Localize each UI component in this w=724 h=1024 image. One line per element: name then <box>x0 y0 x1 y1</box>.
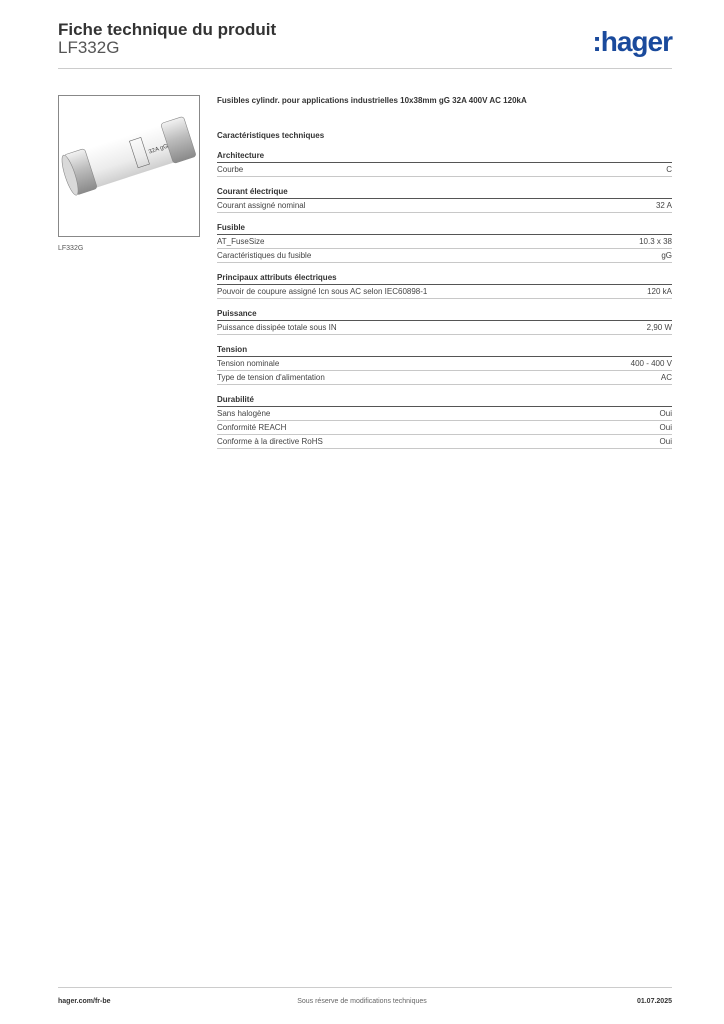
spec-value: 120 kA <box>647 287 672 296</box>
spec-label: Conforme à la directive RoHS <box>217 437 323 446</box>
spec-row: Pouvoir de coupure assigné Icn sous AC s… <box>217 285 672 299</box>
spec-value: 400 - 400 V <box>630 359 672 368</box>
spec-label: Courant assigné nominal <box>217 201 306 210</box>
footer-website[interactable]: hager.com/fr-be <box>58 998 111 1005</box>
spec-value: 10.3 x 38 <box>639 237 672 246</box>
spec-label: Tension nominale <box>217 359 280 368</box>
spec-label: Courbe <box>217 165 244 174</box>
spec-row: Sans halogène Oui <box>217 407 672 421</box>
spec-row: Puissance dissipée totale sous IN 2,90 W <box>217 321 672 335</box>
section-title: Tension <box>217 345 672 357</box>
brand-logo: :hager <box>592 26 673 57</box>
spec-value: Oui <box>659 437 672 446</box>
product-image: 32A gG <box>58 95 200 237</box>
spec-value: 2,90 W <box>646 323 672 332</box>
spec-row: Courant assigné nominal 32 A <box>217 199 672 213</box>
spec-value: 32 A <box>655 201 672 210</box>
fuse-label: 32A gG <box>148 144 169 156</box>
spec-value: AC <box>660 373 672 382</box>
product-image-caption: LF332G <box>58 245 84 252</box>
spec-label: Puissance dissipée totale sous IN <box>217 323 337 332</box>
fuse-image-icon: 32A gG <box>61 116 196 196</box>
brand-logo-text: hager <box>600 26 673 57</box>
spec-label: AT_FuseSize <box>217 237 265 246</box>
product-reference: LF332G <box>58 38 120 57</box>
spec-label: Type de tension d'alimentation <box>217 373 325 382</box>
spec-value: gG <box>661 251 672 260</box>
spec-label: Pouvoir de coupure assigné Icn sous AC s… <box>217 287 428 296</box>
spec-label: Conformité REACH <box>217 423 287 432</box>
page-title: Fiche technique du produit <box>58 20 277 39</box>
specs-heading: Caractéristiques techniques <box>217 131 325 140</box>
product-description: Fusibles cylindr. pour applications indu… <box>217 96 527 105</box>
spec-row: AT_FuseSize 10.3 x 38 <box>217 235 672 249</box>
footer-divider <box>58 987 672 988</box>
spec-row: Type de tension d'alimentation AC <box>217 371 672 385</box>
footer-date: 01.07.2025 <box>636 998 672 1005</box>
spec-row: Tension nominale 400 - 400 V <box>217 357 672 371</box>
section-title: Puissance <box>217 309 672 321</box>
section-title: Architecture <box>217 151 672 163</box>
spec-value: Oui <box>659 423 672 432</box>
header-divider <box>58 68 672 69</box>
footer-disclaimer: Sous réserve de modifications techniques <box>297 998 427 1005</box>
spec-value: Oui <box>659 409 672 418</box>
section-title: Durabilité <box>217 395 672 407</box>
spec-row: Conforme à la directive RoHS Oui <box>217 435 672 449</box>
section-title: Principaux attributs électriques <box>217 273 672 285</box>
spec-label: Sans halogène <box>217 409 271 418</box>
spec-value: C <box>666 165 672 174</box>
spec-row: Caractéristiques du fusible gG <box>217 249 672 263</box>
spec-row: Courbe C <box>217 163 672 177</box>
spec-row: Conformité REACH Oui <box>217 421 672 435</box>
section-title: Fusible <box>217 223 672 235</box>
section-title: Courant électrique <box>217 187 672 199</box>
spec-label: Caractéristiques du fusible <box>217 251 312 260</box>
content: Fusibles cylindr. pour applications indu… <box>217 96 672 459</box>
